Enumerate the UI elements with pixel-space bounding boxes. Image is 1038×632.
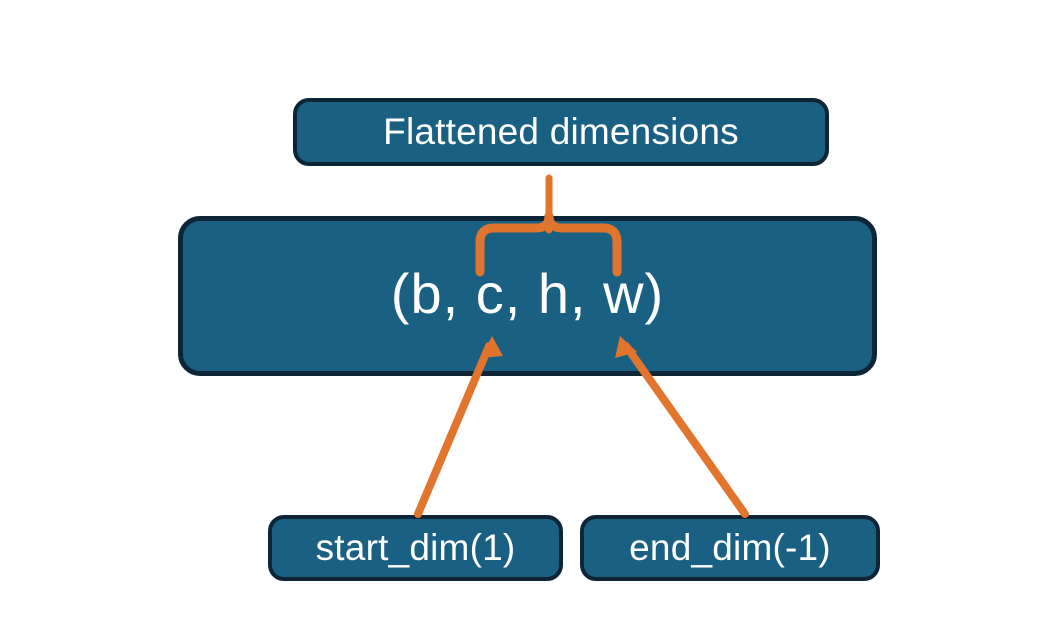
end-dim-box: end_dim(-1) bbox=[580, 515, 880, 581]
end-dim-label: end_dim(-1) bbox=[629, 526, 831, 568]
flattened-dimensions-box: Flattened dimensions bbox=[293, 98, 829, 166]
start-dim-label: start_dim(1) bbox=[315, 526, 516, 568]
start-dim-box: start_dim(1) bbox=[268, 515, 563, 581]
tensor-shape-label: (b, c, h, w) bbox=[390, 262, 665, 326]
flattened-dimensions-label: Flattened dimensions bbox=[383, 110, 739, 152]
tensor-shape-box: (b, c, h, w) bbox=[178, 216, 877, 376]
